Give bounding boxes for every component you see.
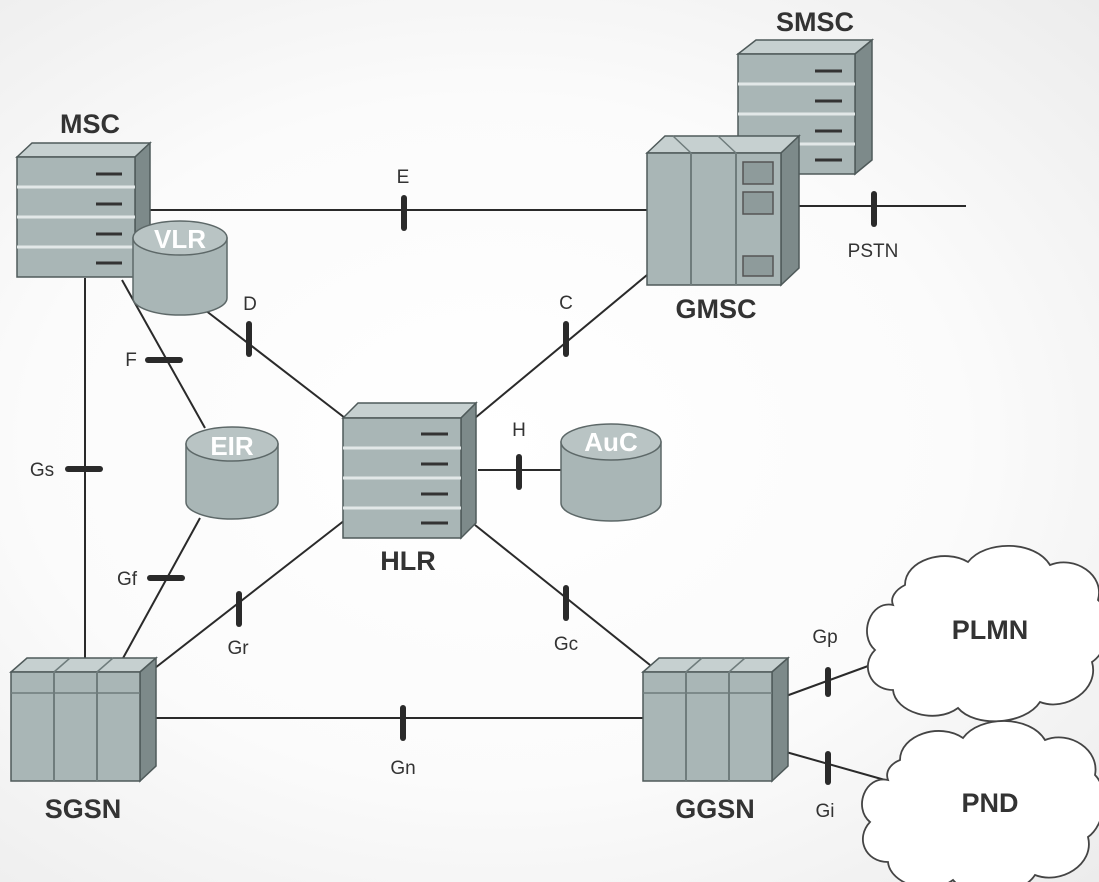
ggsn-node bbox=[641, 656, 790, 783]
msc-label: MSC bbox=[60, 109, 120, 139]
sgsn-label: SGSN bbox=[45, 794, 122, 824]
interface-d-label: D bbox=[243, 294, 257, 315]
hlr-side bbox=[460, 401, 477, 540]
hlr-label: HLR bbox=[380, 546, 436, 576]
auc-node bbox=[560, 423, 662, 522]
ggsn-face bbox=[642, 671, 773, 782]
auc-label: AuC bbox=[584, 427, 638, 457]
link-gf bbox=[121, 517, 201, 661]
interface-gp-label: Gp bbox=[812, 627, 837, 648]
smsc-side bbox=[854, 38, 873, 176]
msc-node bbox=[15, 141, 152, 279]
interface-gc-label: Gc bbox=[554, 634, 578, 655]
vlr-top bbox=[132, 220, 228, 256]
pnd-label: PND bbox=[961, 788, 1018, 818]
gmsc-divider bbox=[717, 135, 737, 154]
ggsn-divider bbox=[728, 657, 746, 673]
ggsn-divider bbox=[685, 657, 703, 673]
ggsn-label: GGSN bbox=[675, 794, 755, 824]
pnd-cloud bbox=[861, 720, 1099, 882]
link-gr bbox=[154, 519, 346, 669]
auc-top bbox=[560, 423, 662, 461]
plmn-label: PLMN bbox=[952, 615, 1029, 645]
interface-ticks bbox=[65, 191, 877, 785]
interface-pstn-label: PSTN bbox=[848, 241, 899, 262]
gmsc-panel bbox=[742, 191, 774, 215]
gmsc-side bbox=[780, 134, 800, 287]
pnd-cloud-shape bbox=[861, 720, 1099, 882]
ggsn-top bbox=[641, 657, 790, 673]
plmn-cloud bbox=[866, 545, 1099, 723]
interface-gr-label: Gr bbox=[227, 638, 249, 659]
smsc-top bbox=[735, 39, 875, 55]
interface-gn-label: Gn bbox=[390, 758, 415, 779]
gmsc-divider bbox=[672, 135, 692, 154]
link-d bbox=[204, 309, 346, 419]
interface-c-label: C bbox=[559, 293, 573, 314]
hlr-node bbox=[341, 401, 478, 540]
smsc-label: SMSC bbox=[776, 7, 854, 37]
vlr-body bbox=[132, 237, 228, 316]
plmn-cloud-shape bbox=[866, 545, 1099, 723]
gmsc-top bbox=[645, 135, 801, 154]
sgsn-side bbox=[139, 656, 157, 783]
sgsn-top bbox=[9, 657, 158, 673]
msc-top bbox=[15, 142, 152, 158]
eir-top bbox=[185, 426, 279, 462]
eir-label: EIR bbox=[210, 431, 254, 461]
gmsc-label: GMSC bbox=[676, 294, 757, 324]
interface-h-label: H bbox=[512, 420, 526, 441]
sgsn-node bbox=[9, 656, 158, 783]
link-gc bbox=[474, 524, 651, 666]
gmsc-node bbox=[645, 134, 801, 287]
vlr-label: VLR bbox=[154, 224, 206, 254]
gmsc-panel bbox=[742, 255, 774, 277]
eir-node bbox=[185, 426, 279, 520]
auc-body bbox=[560, 441, 662, 522]
sgsn-divider bbox=[53, 657, 71, 673]
link-gi bbox=[785, 751, 886, 781]
sgsn-face bbox=[10, 671, 141, 782]
interface-gi-label: Gi bbox=[816, 801, 835, 822]
hlr-top bbox=[341, 402, 478, 419]
interface-e-label: E bbox=[397, 167, 410, 188]
eir-body bbox=[185, 443, 279, 520]
interface-gf-label: Gf bbox=[117, 569, 138, 590]
interface-f-label: F bbox=[125, 350, 137, 371]
vlr-node bbox=[132, 220, 228, 316]
sgsn-divider bbox=[96, 657, 114, 673]
interface-gs-label: Gs bbox=[30, 460, 54, 481]
gmsc-panel bbox=[742, 161, 774, 185]
ggsn-side bbox=[771, 656, 789, 783]
link-c bbox=[474, 274, 648, 419]
